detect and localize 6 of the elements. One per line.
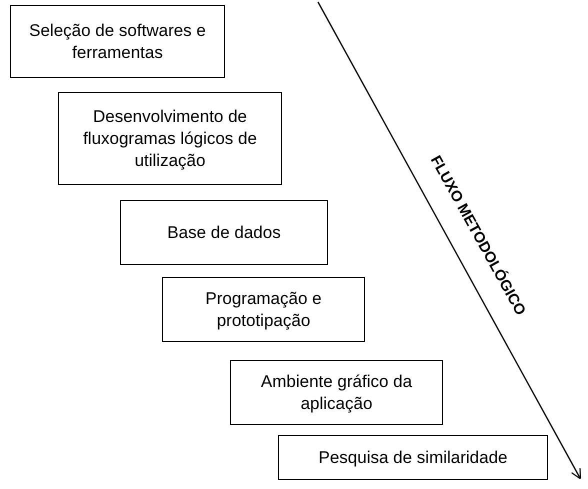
process-box: Base de dados [120, 200, 328, 265]
process-box: Desenvolvimento de fluxogramas lógicos de utilização [58, 92, 282, 185]
process-box: Ambiente gráfico da aplicação [230, 360, 443, 425]
process-box: Pesquisa de similaridade [278, 435, 548, 480]
process-box: Seleção de softwares e ferramentas [10, 5, 225, 78]
process-box: Programação e prototipação [162, 277, 365, 342]
